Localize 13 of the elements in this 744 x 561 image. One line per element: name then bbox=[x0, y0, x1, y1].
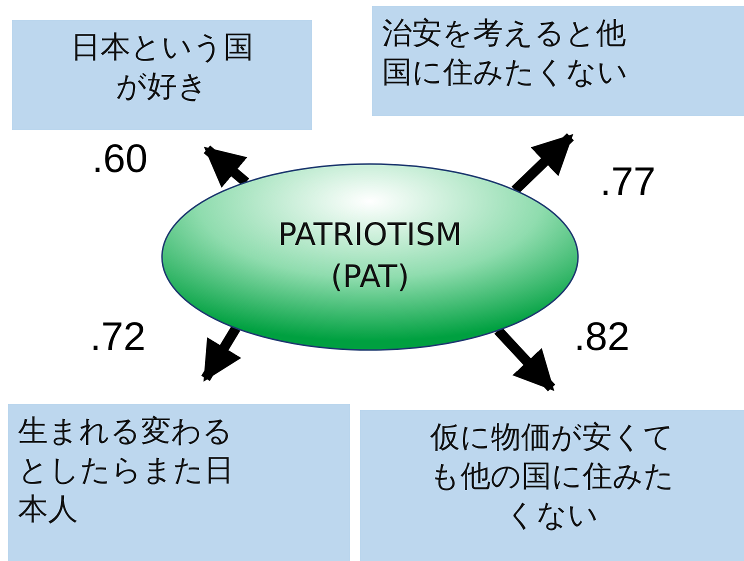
text-box bbox=[360, 410, 744, 561]
node-label: 治安を考えると他国に住みたくない bbox=[382, 15, 629, 92]
text-box bbox=[12, 20, 312, 130]
arrow bbox=[512, 133, 574, 194]
arrow bbox=[204, 146, 250, 188]
text-box bbox=[8, 404, 350, 561]
node-label: 日本という国が好き bbox=[70, 29, 254, 106]
arrow bbox=[201, 326, 242, 382]
node-label: 生まれる変わるとしたらまた日本人 bbox=[18, 413, 235, 529]
node-label: PATRIOTISM (PAT) bbox=[276, 216, 464, 297]
node-label: 仮に物価が安くても他の国に住みたくない bbox=[428, 419, 676, 535]
text-box bbox=[372, 6, 744, 116]
arrow bbox=[494, 326, 556, 392]
